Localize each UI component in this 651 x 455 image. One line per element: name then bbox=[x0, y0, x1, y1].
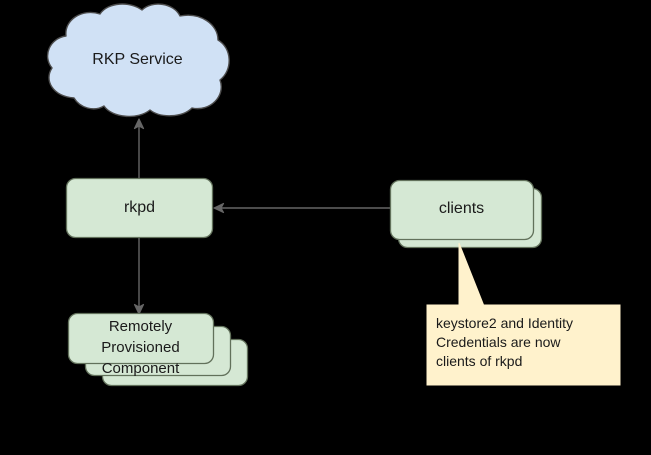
clients-rect-front bbox=[389, 179, 535, 241]
node-cloud-rkp-service[interactable] bbox=[47, 3, 230, 117]
rkpd-rect bbox=[65, 177, 214, 239]
callout-pointer bbox=[458, 242, 485, 307]
callout-note[interactable] bbox=[426, 242, 621, 386]
node-rkpd[interactable] bbox=[65, 177, 214, 239]
callout-body bbox=[426, 304, 621, 386]
node-clients[interactable] bbox=[389, 179, 543, 249]
cloud-shape bbox=[47, 3, 230, 117]
edge-rkpd-to-rpc bbox=[133, 238, 145, 315]
edge-clients-to-rkpd bbox=[213, 202, 390, 214]
edge-rkpd-to-cloud bbox=[133, 118, 145, 178]
node-remotely-provisioned-component[interactable] bbox=[67, 312, 249, 387]
rpc-rect-front bbox=[67, 312, 215, 365]
